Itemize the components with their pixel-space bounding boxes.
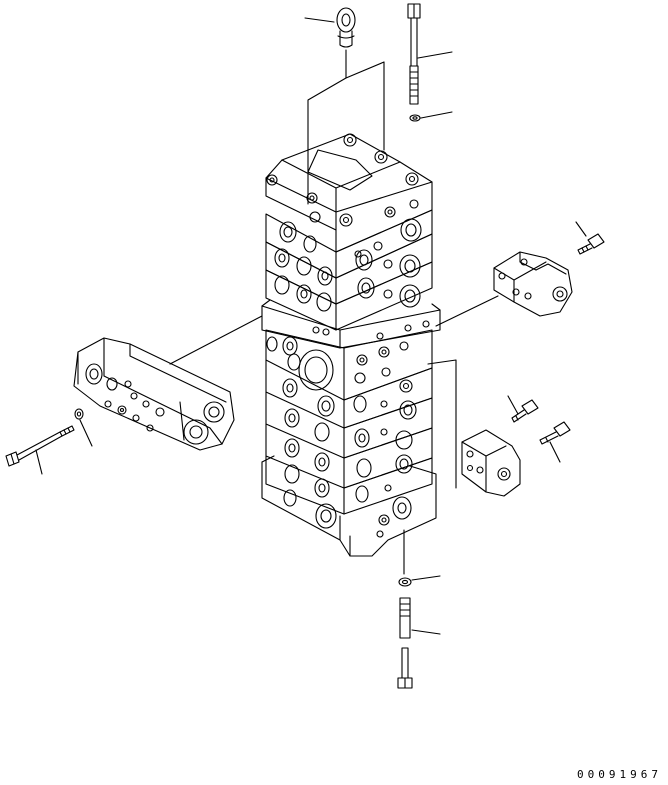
washer-icon xyxy=(75,409,83,419)
leader-line xyxy=(412,630,440,634)
bolt-icon xyxy=(408,4,420,104)
leader-line xyxy=(412,576,440,580)
leader-line xyxy=(421,112,452,118)
bolt-icon xyxy=(398,598,412,688)
bolt-icon xyxy=(540,422,570,444)
leader-line xyxy=(36,450,42,474)
leader-line xyxy=(436,296,498,326)
leader-line xyxy=(576,222,586,236)
washer-icon xyxy=(410,115,420,121)
leader-line xyxy=(80,420,92,446)
leader-line xyxy=(305,18,346,78)
bolt-icon xyxy=(6,426,74,466)
leader-line xyxy=(418,52,452,58)
leader-line xyxy=(428,360,456,488)
bracket-icon xyxy=(494,252,572,316)
diagram-id-label: 00091967 xyxy=(577,768,662,781)
bolt-icon xyxy=(578,234,604,254)
washer-icon xyxy=(399,578,411,586)
leader-line xyxy=(308,62,384,204)
leader-line xyxy=(508,396,518,414)
leader-line xyxy=(550,442,560,462)
valve-block-icon xyxy=(262,134,440,556)
eye-bolt-icon xyxy=(337,8,355,47)
bracket-icon xyxy=(462,430,520,496)
leader-line xyxy=(170,316,262,364)
valve-block-icon xyxy=(74,338,234,450)
